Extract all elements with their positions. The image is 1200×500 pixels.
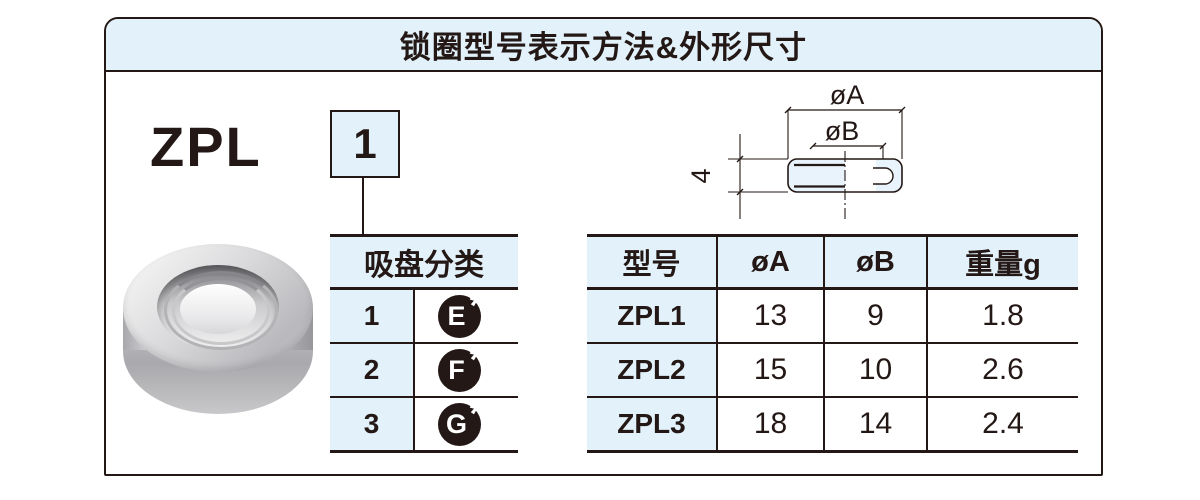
ring-thread-outer	[164, 271, 278, 350]
dim-label-oa: øA	[830, 80, 865, 110]
badge-asterisk: *	[469, 286, 483, 325]
table-row: 2 F *	[330, 343, 518, 398]
model-digit: 1	[353, 120, 377, 167]
catalog-panel: 锁圈型号表示方法&外形尺寸 ZPL 1 吸盘分类 1	[104, 17, 1103, 476]
table-row: 3 G *	[330, 397, 518, 453]
suction-code: 2	[330, 344, 415, 396]
ring-cross-section	[788, 159, 902, 192]
spec-oa: 18	[718, 398, 825, 450]
badge-letter: F	[448, 354, 465, 385]
suction-badge-cell: F *	[415, 343, 518, 396]
spec-weight: 2.4	[982, 407, 1024, 440]
spec-ob: 14	[825, 398, 928, 450]
spec-ob: 10	[825, 344, 928, 396]
dim-label-height: 4	[690, 168, 716, 183]
designation-connector-line	[362, 176, 364, 234]
suction-table-header: 吸盘分类	[330, 237, 518, 290]
col-header-ob: øB	[825, 237, 928, 287]
suction-badge-cell: E *	[415, 289, 518, 342]
col-header-oa: øA	[718, 237, 825, 287]
dim-label-ob: øB	[825, 116, 860, 146]
spec-table-header: 型号 øA øB 重量g	[587, 237, 1078, 290]
dimension-drawing: øA øB 4	[686, 74, 1010, 234]
spec-model: ZPL2	[587, 344, 718, 396]
spec-weight: 2.6	[982, 353, 1024, 386]
badge-asterisk: *	[469, 394, 483, 433]
spec-weight: 1.8	[982, 299, 1024, 332]
suction-badge-cell: G *	[415, 397, 518, 450]
spec-model: ZPL1	[587, 290, 718, 342]
title-band: 锁圈型号表示方法&外形尺寸	[106, 19, 1101, 72]
spec-oa: 13	[718, 290, 825, 342]
badge-asterisk: *	[469, 340, 483, 379]
ring-hole-core	[180, 284, 256, 334]
suction-classification-table: 吸盘分类 1 E * 2 F *	[330, 234, 518, 453]
lock-ring-photo	[122, 244, 314, 416]
suction-badge-e: E *	[438, 289, 483, 338]
suction-badge-f: F *	[438, 343, 483, 392]
model-prefix: ZPL	[150, 115, 262, 178]
table-row: ZPL3 18 14 2.4	[587, 398, 1078, 453]
table-row: ZPL2 15 10 2.6	[587, 344, 1078, 398]
suction-badge-g: G *	[438, 397, 483, 446]
suction-code: 1	[330, 290, 415, 342]
table-row: ZPL1 13 9 1.8	[587, 290, 1078, 344]
spec-model: ZPL3	[587, 398, 718, 450]
spec-table: 型号 øA øB 重量g ZPL1 13 9 1.8 ZPL2 15 10 2.…	[587, 234, 1078, 453]
spec-ob: 9	[825, 290, 928, 342]
ring-thread-inner	[172, 277, 270, 345]
badge-letter: G	[445, 408, 467, 439]
col-header-weight: 重量g	[965, 249, 1041, 281]
suction-table-title: 吸盘分类	[364, 249, 484, 282]
suction-code: 3	[330, 398, 415, 450]
spec-oa: 15	[718, 344, 825, 396]
badge-letter: E	[447, 300, 466, 331]
page-title: 锁圈型号表示方法&外形尺寸	[399, 30, 808, 65]
panel-body: ZPL 1 吸盘分类 1 E *	[106, 72, 1101, 472]
model-digit-box: 1	[330, 110, 400, 178]
col-header-model: 型号	[587, 237, 718, 287]
table-row: 1 E *	[330, 289, 518, 344]
